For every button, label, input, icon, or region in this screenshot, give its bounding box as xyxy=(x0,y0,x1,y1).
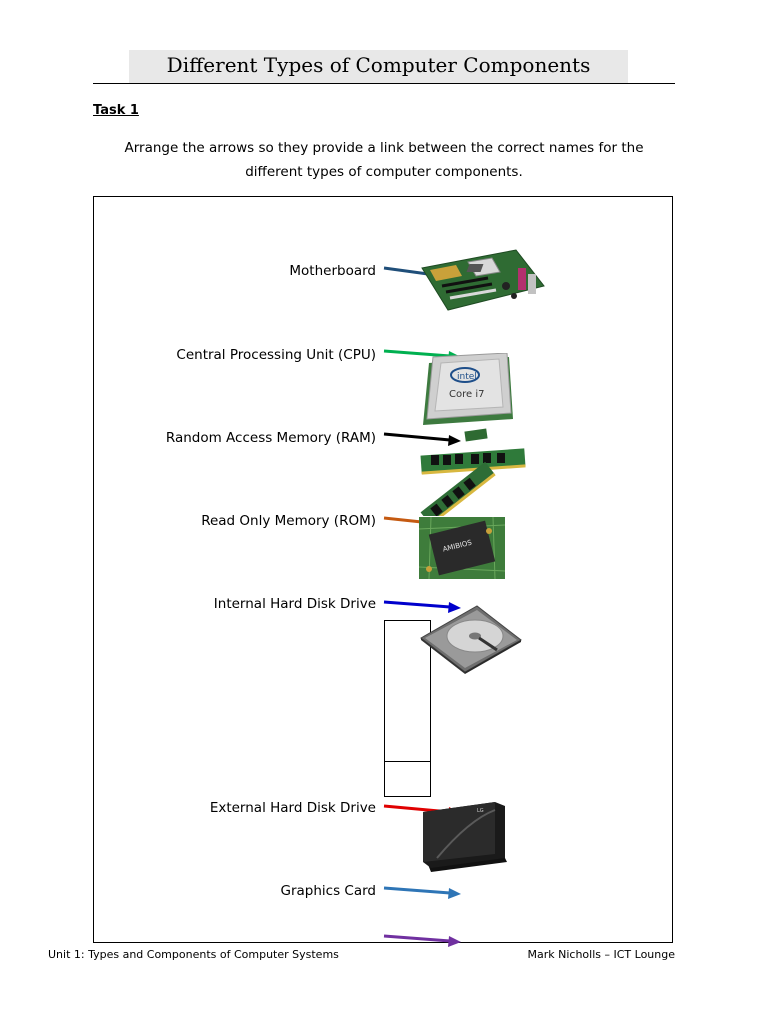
internal-hdd-photo[interactable] xyxy=(419,604,523,674)
motherboard-photo[interactable] xyxy=(418,246,546,312)
label-motherboard: Motherboard xyxy=(289,263,376,279)
label-ram: Random Access Memory (RAM) xyxy=(165,430,376,446)
arrow-unlabelled[interactable] xyxy=(383,934,461,947)
arrow-head xyxy=(448,435,461,446)
arrow-graphics-card[interactable] xyxy=(383,886,461,899)
task-instructions: Arrange the arrows so they provide a lin… xyxy=(93,136,675,184)
title-banner xyxy=(129,50,628,84)
arrow-head xyxy=(448,888,461,899)
arrow-internal-hdd[interactable] xyxy=(383,600,461,613)
label-cpu: Central Processing Unit (CPU) xyxy=(176,347,376,363)
label-graphics-card: Graphics Card xyxy=(280,883,377,899)
cpu-brand-text: intel xyxy=(457,372,477,382)
arrow-ram[interactable] xyxy=(383,432,461,446)
answer-box[interactable] xyxy=(384,620,431,797)
footer-unit: Unit 1: Types and Components of Computer… xyxy=(48,948,339,961)
page-title: Different Types of Computer Components xyxy=(166,53,591,77)
ext-hdd-brand-text: LG xyxy=(477,808,484,814)
label-internal-hdd: Internal Hard Disk Drive xyxy=(213,596,376,612)
arrow-shaft xyxy=(383,600,451,609)
label-external-hdd: External Hard Disk Drive xyxy=(209,800,376,816)
label-rom: Read Only Memory (ROM) xyxy=(201,513,376,529)
ram-photo[interactable] xyxy=(417,428,529,516)
arrow-shaft xyxy=(383,349,451,358)
arrow-head xyxy=(448,602,461,613)
title-rule xyxy=(93,83,675,84)
instructions-line-2: different types of computer components. xyxy=(245,164,523,180)
external-hdd-photo[interactable]: LG xyxy=(419,800,509,878)
task-heading: Task 1 xyxy=(93,103,139,118)
arrow-head xyxy=(448,936,461,947)
cpu-photo[interactable]: intel Core i7 xyxy=(419,353,515,429)
arrow-shaft xyxy=(383,934,451,943)
worksheet-frame xyxy=(93,196,673,943)
rom-chip-photo[interactable]: AMIBIOS xyxy=(419,517,505,579)
cpu-model-text: Core i7 xyxy=(449,389,484,400)
footer-author: Mark Nicholls – ICT Lounge xyxy=(527,948,676,961)
instructions-line-1: Arrange the arrows so they provide a lin… xyxy=(124,140,644,156)
answer-box-divider xyxy=(385,761,430,762)
arrow-shaft xyxy=(383,432,451,442)
arrow-shaft xyxy=(383,886,451,895)
